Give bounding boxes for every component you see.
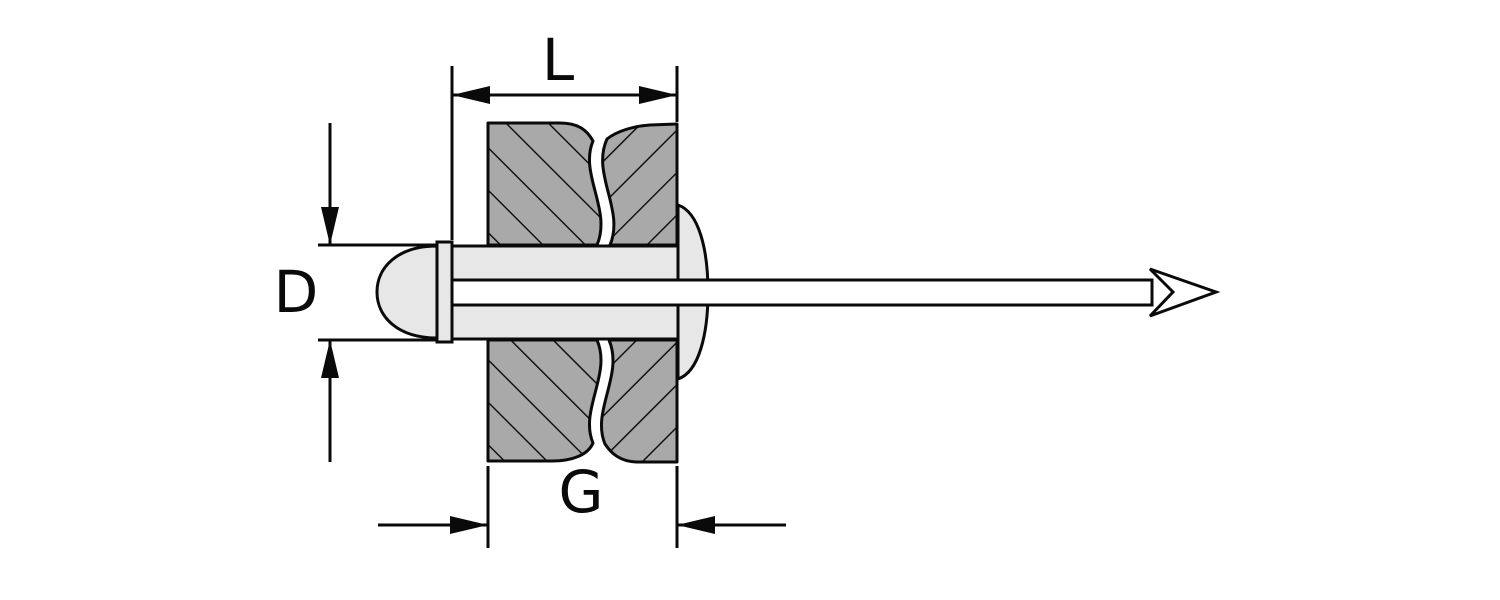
mandrel-stem (450, 278, 1154, 307)
mandrel-tip (1148, 267, 1221, 318)
plate-upper-left (486, 121, 603, 247)
dimension-D: D (274, 123, 436, 462)
plate-lower-right (599, 338, 679, 464)
dimension-L: L (450, 26, 679, 240)
dim-L-arrow-right-icon (639, 86, 677, 104)
rivet-dome-head (375, 244, 439, 340)
dim-D-arrow-up-icon (321, 340, 339, 378)
label-G: G (559, 458, 604, 526)
label-L: L (542, 26, 574, 94)
plate-lower-left (486, 338, 603, 463)
dim-G-arrow-right-icon (450, 516, 488, 534)
dim-D-arrow-down-icon (321, 207, 339, 245)
dim-L-arrow-left-icon (452, 86, 490, 104)
rivet-flange (435, 240, 454, 344)
label-D: D (274, 258, 319, 326)
dim-G-arrow-left-icon (677, 516, 715, 534)
plate-upper-right (601, 122, 679, 247)
dimension-G: G (378, 458, 786, 548)
